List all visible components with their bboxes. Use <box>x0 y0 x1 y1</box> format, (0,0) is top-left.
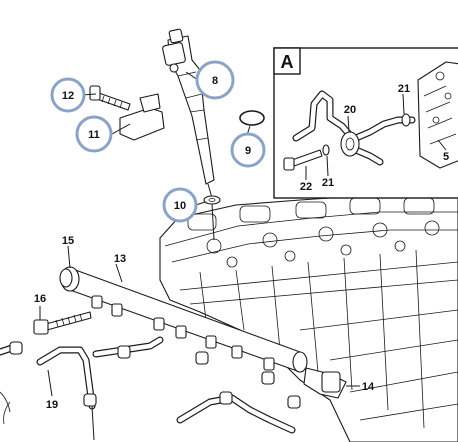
detail-inset-a: A 21 20 22 21 5 <box>273 47 458 199</box>
inset-label-5: 5 <box>443 151 449 163</box>
svg-text:9: 9 <box>245 145 251 157</box>
svg-text:12: 12 <box>62 90 74 102</box>
label-16: 16 <box>34 293 46 305</box>
bolt-12 <box>89 85 131 111</box>
callout-8: 8 <box>195 60 235 100</box>
inset-label-21-bottom: 21 <box>322 177 334 189</box>
fuel-pipes <box>0 336 301 441</box>
bolt-16 <box>33 311 92 335</box>
label-15: 15 <box>62 235 74 247</box>
callout-10: 10 <box>162 187 198 223</box>
washer-10 <box>203 195 221 205</box>
svg-text:11: 11 <box>88 129 100 141</box>
label-19: 19 <box>46 399 58 411</box>
svg-text:8: 8 <box>212 75 218 87</box>
label-14: 14 <box>362 381 375 393</box>
o-ring-9 <box>239 110 265 126</box>
inset-label-22: 22 <box>300 181 312 193</box>
cylinder-head <box>159 194 458 442</box>
inset-label-21-top: 21 <box>398 83 410 95</box>
injector <box>162 28 215 199</box>
clamp-11 <box>119 93 165 141</box>
callout-9: 9 <box>230 132 266 168</box>
fuel-rail <box>59 266 347 399</box>
inset-label-20: 20 <box>344 104 356 116</box>
label-13: 13 <box>114 253 126 265</box>
callout-12: 12 <box>50 77 86 113</box>
inset-title: A <box>281 52 294 72</box>
svg-text:10: 10 <box>174 200 186 212</box>
callout-11: 11 <box>75 115 113 153</box>
